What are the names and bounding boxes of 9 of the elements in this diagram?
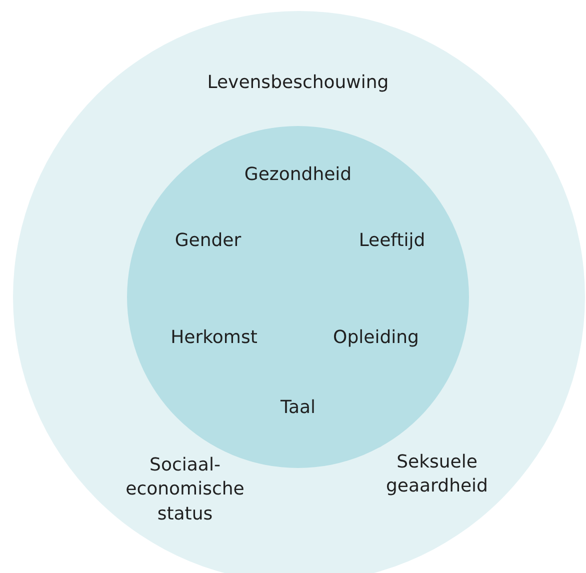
circle-label: Gender [174, 228, 242, 253]
circle-label: Herkomst [170, 326, 258, 350]
circle-label: Gezondheid [244, 162, 352, 187]
circle-label: Levensbeschouwing [207, 70, 389, 95]
circle-label: Sociaal-economische status [125, 454, 245, 526]
circle-label: Opleiding [333, 326, 419, 350]
circle-label: Leeftijd [358, 228, 426, 253]
circle-label: Taal [280, 396, 316, 420]
circle-label: Seksuele geaardheid [385, 450, 489, 499]
